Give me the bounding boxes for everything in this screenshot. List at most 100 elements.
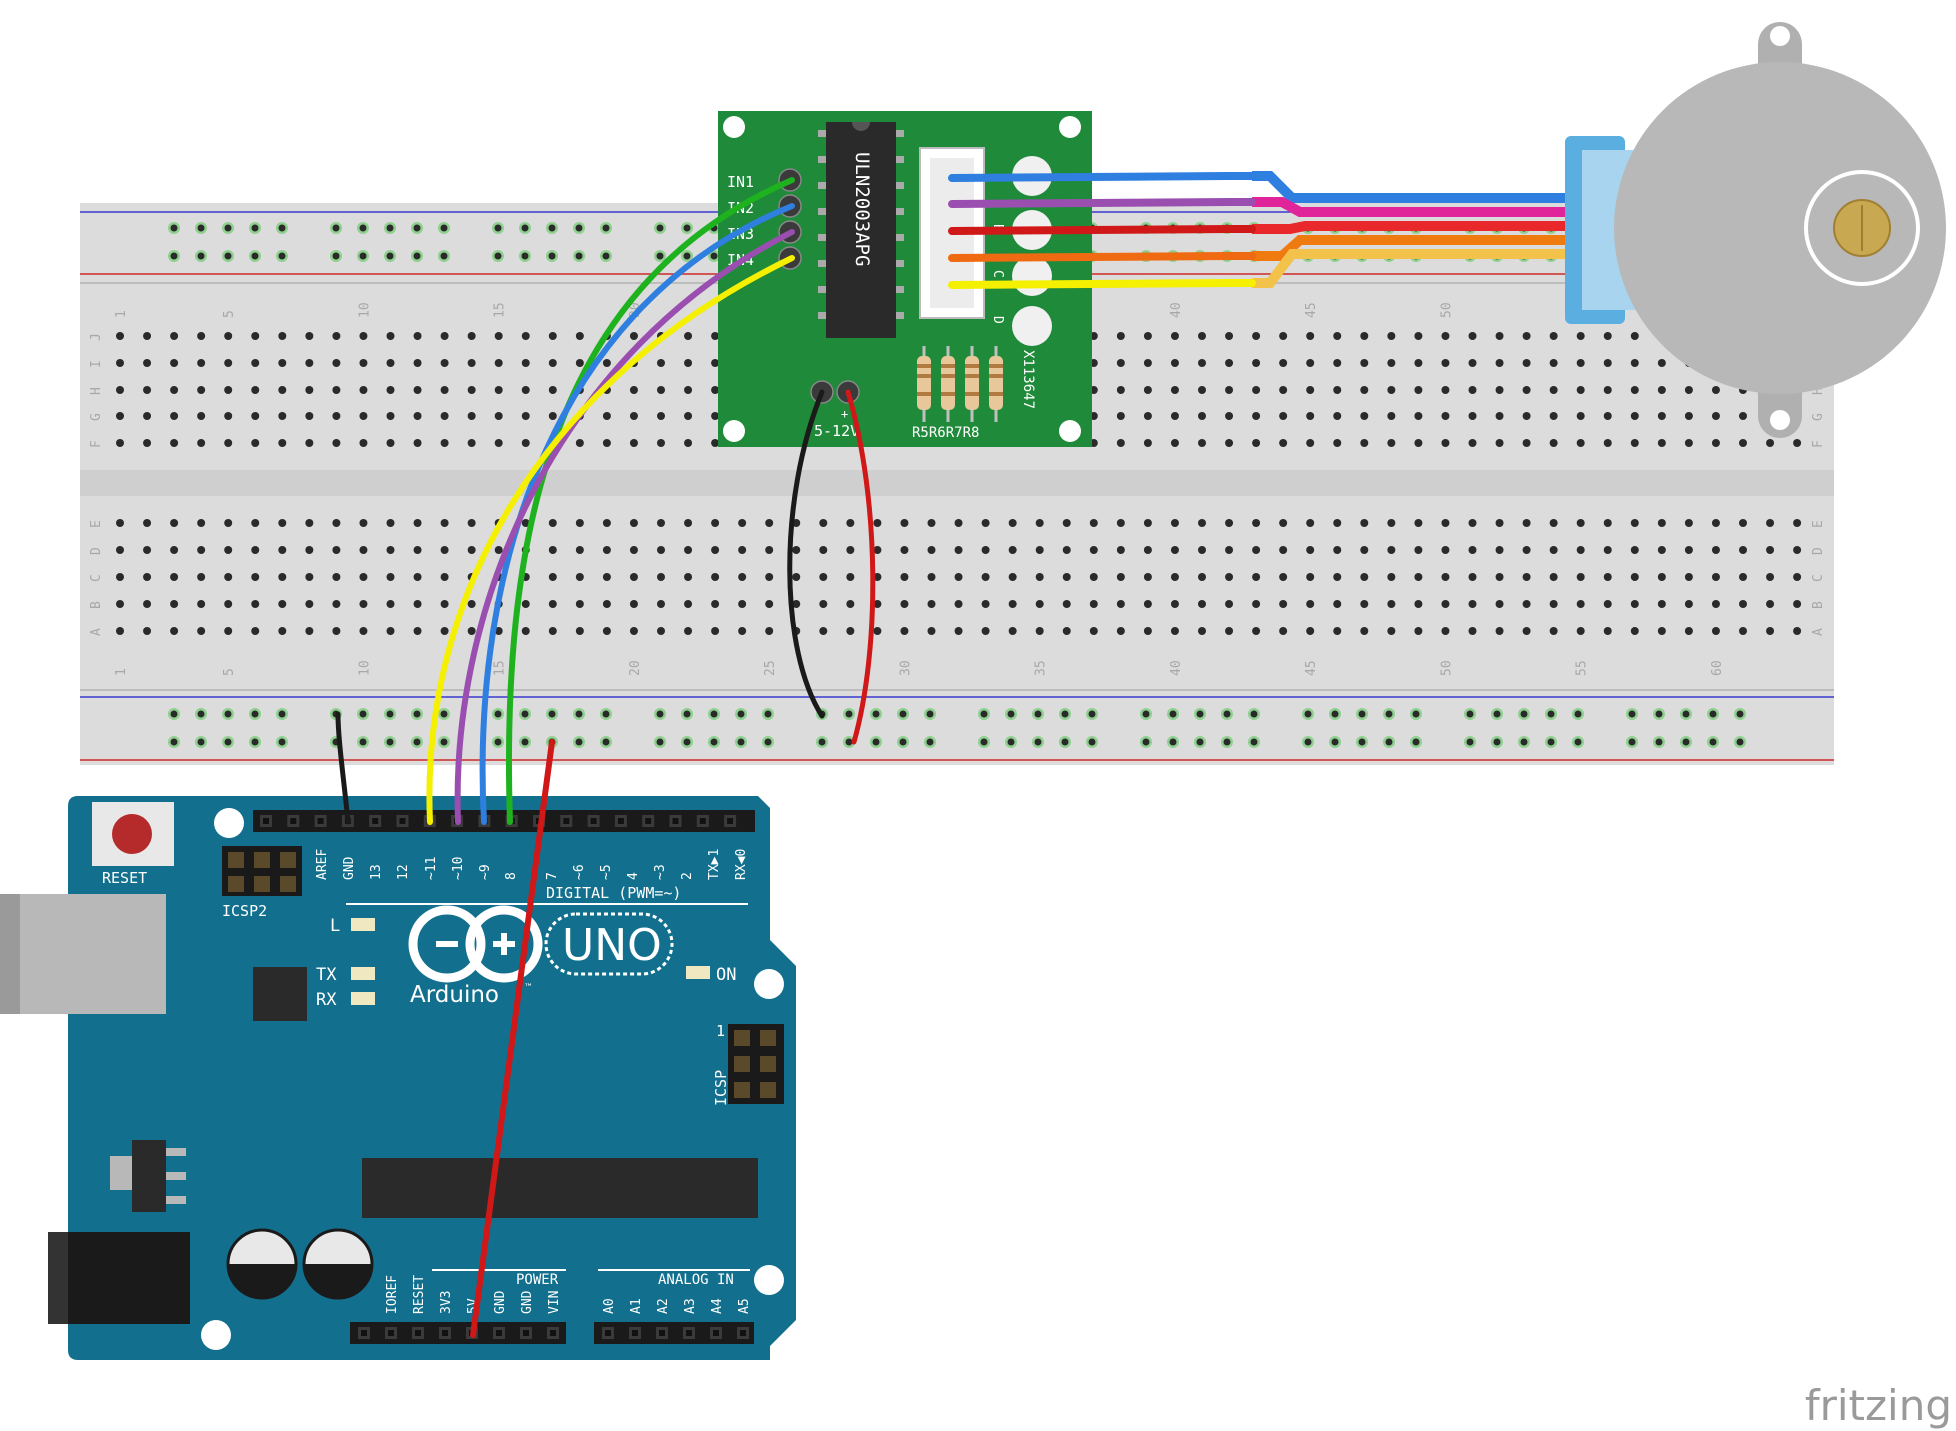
breadboard-hole: [305, 600, 314, 608]
motor-mount-ear-bottom: [1758, 380, 1802, 438]
rail-hole: [1412, 738, 1420, 746]
rail-hole: [575, 738, 583, 746]
breadboard-hole: [711, 519, 720, 527]
rail-hole: [1223, 710, 1231, 718]
led-d: [1012, 306, 1052, 346]
rail-hole: [1250, 738, 1258, 746]
breadboard-hole: [629, 573, 638, 581]
breadboard-hole: [1576, 600, 1585, 608]
row-letter: A: [1811, 628, 1826, 636]
digital-pin-label: RX◀0: [734, 849, 749, 880]
row-letter: F: [89, 440, 104, 448]
breadboard-hole: [1684, 573, 1693, 581]
breadboard-hole: [1711, 600, 1720, 608]
icsp-pin: [734, 1082, 750, 1098]
analog-pin-hole: [686, 1330, 692, 1336]
breadboard-hole: [684, 627, 693, 635]
breadboard-hole: [197, 359, 206, 367]
breadboard-hole: [1198, 359, 1206, 367]
breadboard-hole: [116, 600, 124, 608]
breadboard-hole: [1793, 573, 1802, 581]
breadboard-hole: [1414, 332, 1423, 340]
usb-port-edge: [0, 894, 20, 1014]
breadboard-hole: [278, 412, 287, 420]
rail-hole: [872, 738, 880, 746]
breadboard-hole: [1522, 627, 1531, 635]
breadboard-hole: [332, 412, 341, 420]
breadboard-hole: [1170, 386, 1179, 394]
rail-hole: [332, 252, 340, 260]
breadboard-hole: [1170, 332, 1179, 340]
rail-hole: [1088, 738, 1096, 746]
rail-hole: [440, 252, 448, 260]
main-chip: [362, 1158, 758, 1218]
breadboard-hole: [684, 386, 693, 394]
rail-hole: [1493, 738, 1501, 746]
digital-pin-label: ~11: [424, 857, 439, 880]
breadboard-hole: [1333, 546, 1342, 554]
breadboard-hole: [278, 439, 287, 447]
rail-hole: [602, 252, 610, 260]
rail-hole: [494, 224, 502, 232]
icsp2-label: ICSP2: [222, 902, 267, 920]
breadboard-hole: [440, 359, 449, 367]
breadboard-hole: [359, 573, 368, 581]
breadboard-hole: [1306, 359, 1315, 367]
breadboard-hole: [143, 412, 152, 420]
breadboard-hole: [1225, 627, 1234, 635]
breadboard-hole: [1711, 546, 1720, 554]
breadboard-hole: [251, 359, 260, 367]
led-tx-label: TX: [316, 965, 337, 985]
breadboard-hole: [1225, 519, 1234, 527]
breadboard-hole: [765, 627, 774, 635]
breadboard-hole: [1495, 359, 1504, 367]
breadboard-hole: [1739, 627, 1747, 635]
breadboard-hole: [521, 359, 530, 367]
breadboard-hole: [575, 573, 584, 581]
breadboard-hole: [629, 600, 638, 608]
rail-hole: [359, 710, 367, 718]
breadboard-hole: [170, 546, 179, 554]
breadboard-hole: [765, 519, 774, 527]
column-number: 45: [1304, 660, 1319, 676]
row-letter: B: [89, 601, 104, 609]
breadboard-hole: [521, 332, 530, 340]
breadboard-hole: [1198, 627, 1206, 635]
breadboard-hole: [224, 600, 233, 608]
digital-label: DIGITAL (PWM=~): [546, 884, 681, 902]
breadboard-hole: [1441, 600, 1450, 608]
rail-hole: [1304, 738, 1312, 746]
breadboard-hole: [1495, 439, 1504, 447]
led-l: [351, 918, 375, 931]
breadboard-hole: [711, 627, 720, 635]
breadboard-hole: [548, 332, 557, 340]
input-label-in1: IN1: [727, 173, 754, 191]
breadboard-hole: [116, 386, 124, 394]
breadboard-hole: [1441, 627, 1450, 635]
breadboard-hole: [170, 627, 179, 635]
breadboard-hole: [1657, 573, 1666, 581]
rail-hole: [386, 224, 394, 232]
breadboard-hole: [954, 627, 963, 635]
breadboard-hole: [1225, 600, 1234, 608]
breadboard-hole: [116, 332, 124, 340]
rail-hole: [980, 738, 988, 746]
rail-hole: [1628, 710, 1636, 718]
breadboard-hole: [1549, 359, 1558, 367]
breadboard-hole: [1306, 627, 1315, 635]
rail-hole: [1196, 710, 1204, 718]
chip-body: [826, 122, 896, 338]
breadboard-hole: [954, 573, 963, 581]
breadboard-hole: [1684, 386, 1693, 394]
digital-pin-hole: [645, 818, 652, 824]
breadboard-hole: [1549, 546, 1558, 554]
voltage-label: 5-12V: [814, 422, 859, 440]
breadboard-hole: [1143, 627, 1152, 635]
breadboard-hole: [657, 546, 665, 554]
analog-header: [594, 1322, 754, 1344]
breadboard-hole: [116, 519, 124, 527]
breadboard-hole: [1414, 573, 1423, 581]
rail-hole: [1142, 738, 1150, 746]
breadboard-hole: [1657, 627, 1666, 635]
breadboard-hole: [1766, 546, 1775, 554]
